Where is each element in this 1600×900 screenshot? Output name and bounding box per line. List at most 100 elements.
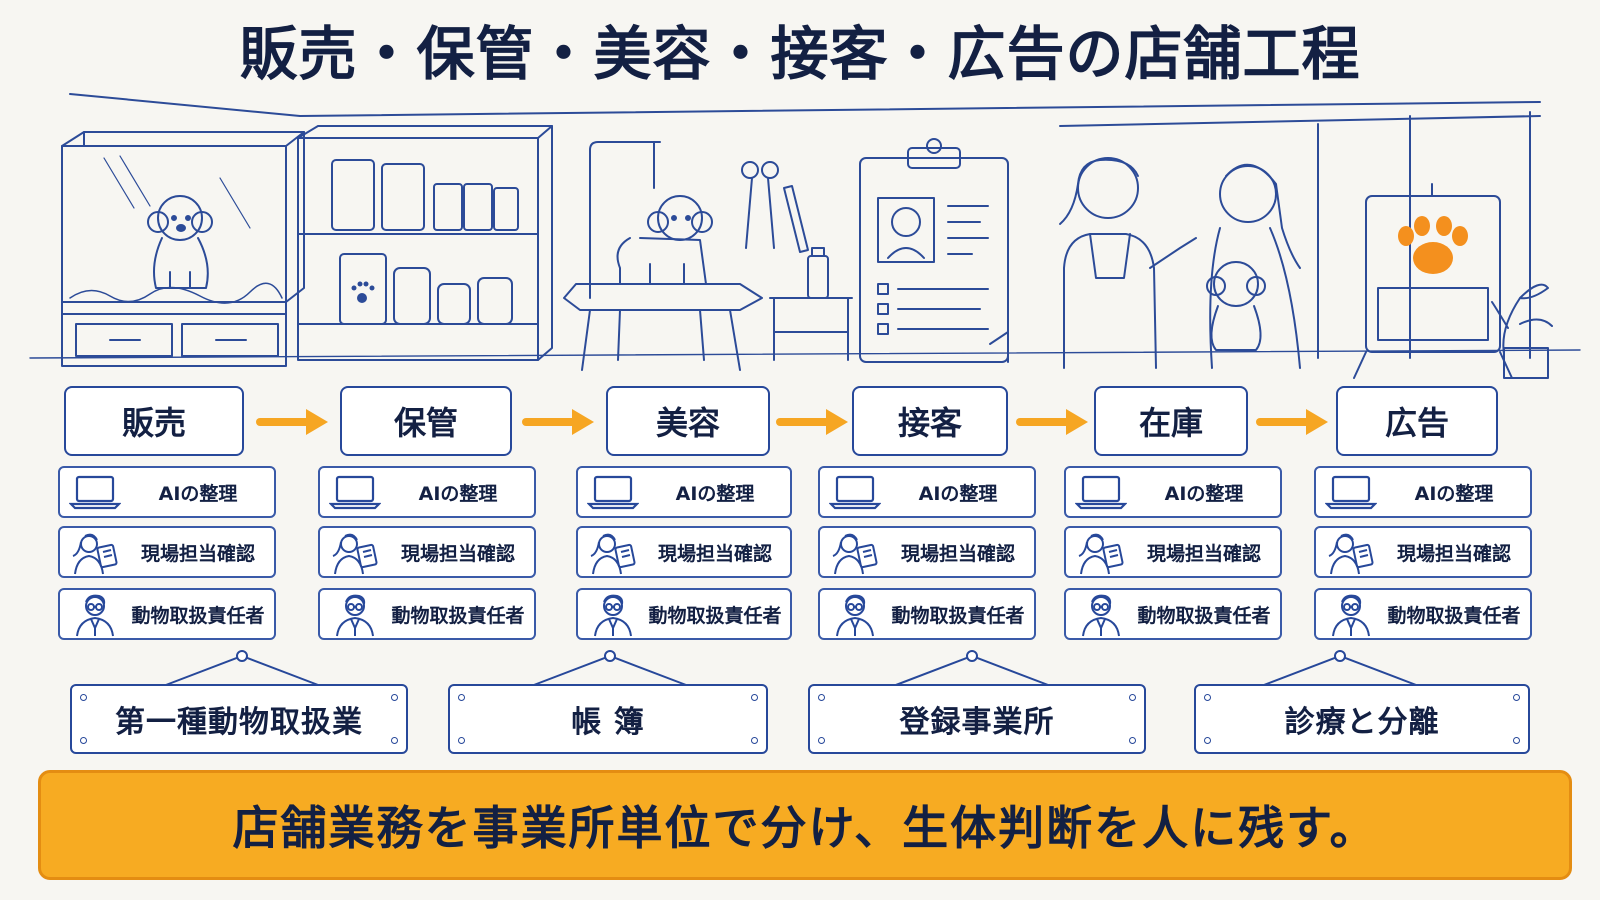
laptop-icon <box>1316 467 1386 517</box>
law-label: 第一種動物取扱業 <box>115 705 363 740</box>
rivet <box>1204 737 1211 744</box>
role-label: 現場担当確認 <box>140 542 255 565</box>
stage-storage[interactable]: 保管 <box>340 386 512 456</box>
role-label: 現場担当確認 <box>900 542 1015 565</box>
rivet <box>1204 694 1211 701</box>
role-ai-organize-1[interactable]: AIの整理 <box>58 466 276 518</box>
flow-arrow <box>776 409 848 435</box>
staff-clipboard-icon <box>60 527 130 577</box>
paw-icon <box>351 281 375 303</box>
role-animal-handling-manager-1[interactable]: 動物取扱責任者 <box>58 588 276 640</box>
hanger-wire <box>157 650 327 689</box>
manager-avatar-icon <box>60 589 130 639</box>
role-staff-confirm-3[interactable]: 現場担当確認 <box>576 526 792 578</box>
role-label: AIの整理 <box>1164 482 1244 505</box>
law-plate-animal-business[interactable]: 第一種動物取扱業 <box>70 684 408 754</box>
law-plate-registered-office[interactable]: 登録事業所 <box>808 684 1146 754</box>
summary-banner: 店舗業務を事業所単位で分け、生体判断を人に残す。 <box>38 770 1572 880</box>
role-staff-confirm-4[interactable]: 現場担当確認 <box>818 526 1036 578</box>
banner-text: 店舗業務を事業所単位で分け、生体判断を人に残す。 <box>232 801 1378 855</box>
role-ai-organize-3[interactable]: AIの整理 <box>576 466 792 518</box>
display-case <box>61 131 305 367</box>
role-staff-confirm-1[interactable]: 現場担当確認 <box>58 526 276 578</box>
flow-arrow <box>1256 409 1328 435</box>
stage-grooming[interactable]: 美容 <box>606 386 770 456</box>
role-staff-confirm-2[interactable]: 現場担当確認 <box>318 526 536 578</box>
role-label: AIの整理 <box>675 482 755 505</box>
rivet <box>80 737 87 744</box>
laptop-icon <box>820 467 890 517</box>
ceiling-line <box>69 93 1541 117</box>
staff-clipboard-icon <box>578 527 648 577</box>
role-ai-organize-4[interactable]: AIの整理 <box>818 466 1036 518</box>
rivet <box>751 694 758 701</box>
stage-sales[interactable]: 販売 <box>64 386 244 456</box>
law-plate-separation[interactable]: 診療と分離 <box>1194 684 1530 754</box>
page-title: 販売・保管・美容・接客・広告の店舗工程 <box>239 20 1361 88</box>
flow-arrow <box>256 409 328 435</box>
role-animal-handling-manager-6[interactable]: 動物取扱責任者 <box>1314 588 1532 640</box>
rivet <box>458 694 465 701</box>
grooming-table <box>563 141 853 371</box>
role-animal-handling-manager-5[interactable]: 動物取扱責任者 <box>1064 588 1282 640</box>
hanger-wire <box>887 650 1057 689</box>
stage-label: 販売 <box>121 404 186 442</box>
role-ai-organize-5[interactable]: AIの整理 <box>1064 466 1282 518</box>
law-label: 帳 簿 <box>571 705 645 740</box>
rivet <box>1513 737 1520 744</box>
rivet <box>818 694 825 701</box>
staff-clipboard-icon <box>320 527 390 577</box>
role-label: 現場担当確認 <box>657 542 772 565</box>
role-label: 現場担当確認 <box>1396 542 1511 565</box>
stage-label: 保管 <box>393 404 458 442</box>
stage-service[interactable]: 接客 <box>852 386 1008 456</box>
role-label: 現場担当確認 <box>400 542 515 565</box>
role-ai-organize-2[interactable]: AIの整理 <box>318 466 536 518</box>
law-label: 診療と分離 <box>1284 705 1440 740</box>
staff-clipboard-icon <box>1316 527 1386 577</box>
role-label: AIの整理 <box>158 482 238 505</box>
role-staff-confirm-6[interactable]: 現場担当確認 <box>1314 526 1532 578</box>
laptop-icon <box>320 467 390 517</box>
law-plate-ledger[interactable]: 帳 簿 <box>448 684 768 754</box>
stage-inventory[interactable]: 在庫 <box>1094 386 1248 456</box>
role-label: 動物取扱責任者 <box>891 604 1025 627</box>
rivet <box>1129 737 1136 744</box>
role-label: 動物取扱責任者 <box>131 604 265 627</box>
role-label: 動物取扱責任者 <box>1137 604 1271 627</box>
rivet <box>1513 694 1520 701</box>
supply-shelf <box>297 125 553 361</box>
store-illustration <box>29 93 1581 379</box>
paw-icon <box>1398 216 1468 274</box>
rivet <box>80 694 87 701</box>
signboard <box>1317 111 1553 379</box>
stage-advertising[interactable]: 広告 <box>1336 386 1498 456</box>
manager-avatar-icon <box>1066 589 1136 639</box>
flow-arrow <box>522 409 594 435</box>
role-label: 現場担当確認 <box>1146 542 1261 565</box>
role-animal-handling-manager-4[interactable]: 動物取扱責任者 <box>818 588 1036 640</box>
manager-avatar-icon <box>820 589 890 639</box>
hanger-wire <box>1255 650 1425 689</box>
manager-avatar-icon <box>320 589 390 639</box>
role-label: AIの整理 <box>1414 482 1494 505</box>
flow-arrow <box>1016 409 1088 435</box>
role-animal-handling-manager-3[interactable]: 動物取扱責任者 <box>576 588 792 640</box>
laptop-icon <box>578 467 648 517</box>
role-staff-confirm-5[interactable]: 現場担当確認 <box>1064 526 1282 578</box>
manager-avatar-icon <box>1316 589 1386 639</box>
role-label: AIの整理 <box>918 482 998 505</box>
law-label: 登録事業所 <box>899 705 1055 740</box>
role-label: AIの整理 <box>418 482 498 505</box>
stage-label: 接客 <box>897 404 962 442</box>
staff-and-customer <box>1059 157 1301 369</box>
rivet <box>391 694 398 701</box>
role-ai-organize-6[interactable]: AIの整理 <box>1314 466 1532 518</box>
staff-clipboard-icon <box>820 527 890 577</box>
stage-label: 在庫 <box>1138 404 1203 442</box>
role-label: 動物取扱責任者 <box>1387 604 1521 627</box>
rivet <box>458 737 465 744</box>
role-animal-handling-manager-2[interactable]: 動物取扱責任者 <box>318 588 536 640</box>
manager-avatar-icon <box>578 589 648 639</box>
rivet <box>751 737 758 744</box>
